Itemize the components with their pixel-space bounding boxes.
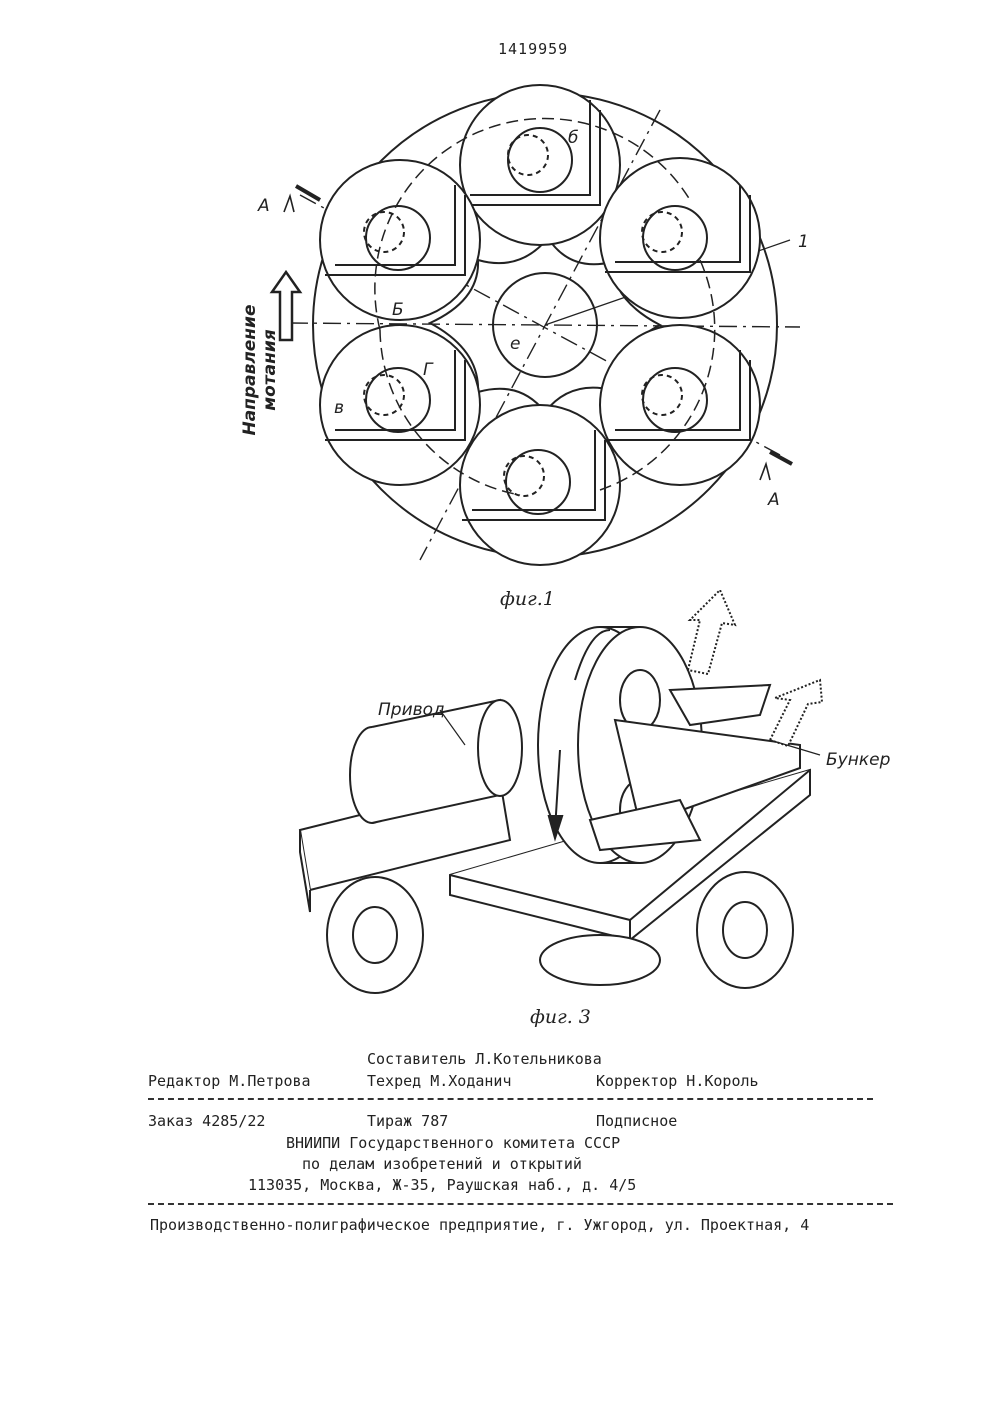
label-ref-b-small: б <box>568 128 578 148</box>
label-ref-g: Г <box>423 360 432 380</box>
drum-bottom-right <box>600 325 760 485</box>
label-ref-1: 1 <box>798 232 809 252</box>
imprint-org-address: 113035, Москва, Ж-35, Раушская наб., д. … <box>248 1176 636 1194</box>
imprint-printer: Производственно-полиграфическое предприя… <box>150 1216 809 1234</box>
divider-1 <box>148 1098 873 1100</box>
label-ref-v: в <box>334 398 344 418</box>
imprint-compiler: Составитель Л.Котельникова <box>367 1050 602 1068</box>
drum-top-left <box>320 160 480 320</box>
divider-2 <box>148 1203 893 1205</box>
imprint-editor: Редактор М.Петрова <box>148 1072 311 1090</box>
imprint-subscription: Подписное <box>596 1112 677 1130</box>
label-section-a-bottom: А <box>768 490 780 510</box>
label-direction: Направление мотания <box>240 270 280 470</box>
imprint-order: Заказ 4285/22 <box>148 1112 265 1130</box>
imprint-circulation: Тираж 787 <box>367 1112 448 1130</box>
label-section-a-top: А <box>258 196 270 216</box>
imprint-org-line1: ВНИИПИ Государственного комитета СССР <box>286 1134 620 1152</box>
figure-1-drawing <box>0 0 1000 620</box>
label-drive: Привод <box>378 700 445 720</box>
drum-top-right <box>600 158 760 318</box>
label-ref-e: е <box>510 334 520 354</box>
imprint-corrector: Корректор Н.Король <box>596 1072 759 1090</box>
drum-top <box>460 85 620 245</box>
imprint-techred: Техред М.Ходанич <box>367 1072 512 1090</box>
label-ref-B-capital: Б <box>392 300 404 320</box>
drum-bottom <box>460 405 620 565</box>
imprint-org-line2: по делам изобретений и открытий <box>302 1155 582 1173</box>
figure-3-caption: фиг. 3 <box>530 1006 591 1028</box>
label-hopper: Бункер <box>826 750 890 770</box>
figure-3-drawing <box>0 590 1000 1010</box>
